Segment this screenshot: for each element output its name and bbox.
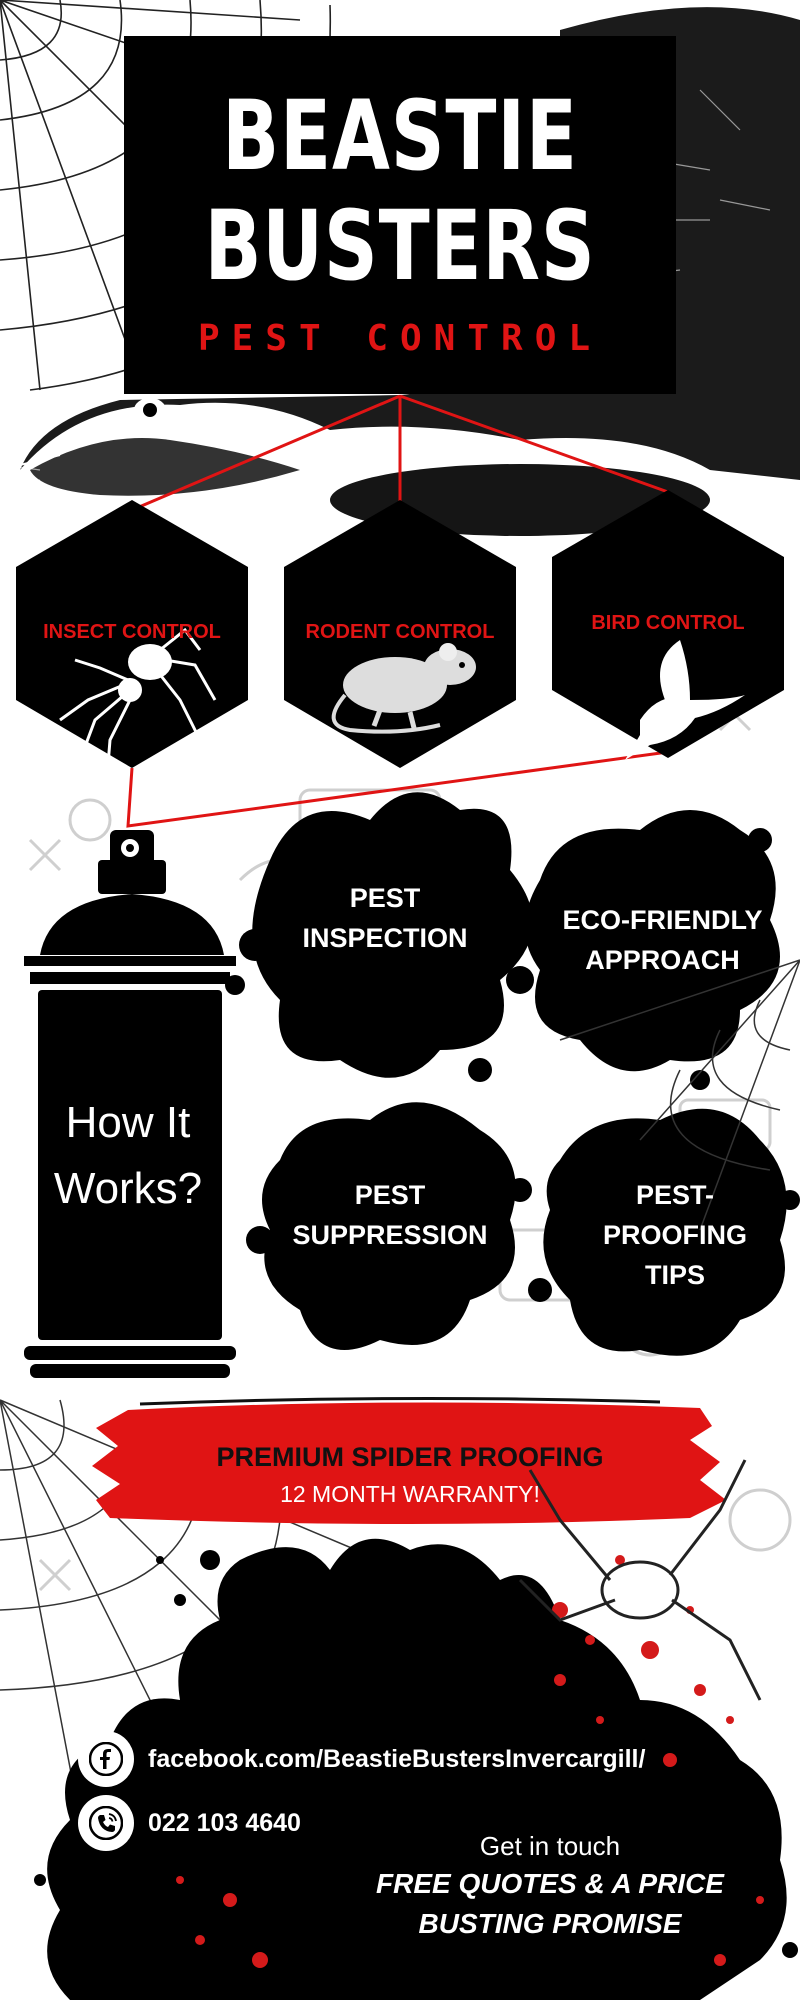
how-it-works-line1: How It [65, 1098, 191, 1147]
spider-illustration [518, 1459, 762, 1701]
step-2-line1: ECO-FRIENDLY [562, 905, 763, 935]
step-pest-suppression: PEST SUPPRESSION [280, 1175, 500, 1255]
step-1-line1: PEST [349, 883, 421, 913]
phone-number[interactable]: 022 103 4640 [148, 1808, 301, 1837]
connector-lines [126, 394, 669, 828]
brand-name-line1: BEASTIE [222, 80, 578, 192]
service-insect-control: INSECT CONTROL [43, 621, 221, 643]
step-4-line3: TIPS [644, 1260, 705, 1290]
brand-tagline: PEST CONTROL [197, 318, 603, 359]
bottom-ink-mass [34, 1538, 798, 2000]
step-4-line2: PROOFING [602, 1220, 747, 1250]
service-rodent-control: RODENT CONTROL [305, 621, 495, 643]
rat-icon [331, 643, 476, 734]
facebook-icon [78, 1731, 134, 1787]
bird-icon [625, 640, 745, 760]
phone-link[interactable]: 022 103 4640 [78, 1795, 301, 1851]
step-3-line1: PEST [354, 1180, 426, 1210]
how-it-works-line2: Works? [53, 1164, 203, 1213]
step-2-line2: APPROACH [585, 945, 740, 975]
cta-get-in-touch: Get in touch [479, 1831, 621, 1861]
how-it-works-title: How It Works? [28, 1090, 228, 1222]
banner-brush [92, 1396, 726, 1524]
spider-icon [59, 627, 217, 766]
facebook-url[interactable]: facebook.com/BeastieBustersInvercargill/ [148, 1744, 646, 1773]
brand-name-line2: BUSTERS [204, 190, 596, 302]
banner-subtitle: 12 MONTH WARRANTY! [280, 1481, 540, 1507]
phone-icon [78, 1795, 134, 1851]
banner-title: PREMIUM SPIDER PROOFING [216, 1442, 604, 1472]
step-eco-friendly: ECO-FRIENDLY APPROACH [555, 900, 770, 980]
step-3-line2: SUPPRESSION [292, 1220, 488, 1250]
facebook-link[interactable]: facebook.com/BeastieBustersInvercargill/ [78, 1731, 645, 1787]
step-4-line1: PEST- [635, 1180, 715, 1210]
step-pest-inspection: PEST INSPECTION [280, 878, 490, 958]
logo-box: BEASTIE BUSTERS PEST CONTROL [124, 36, 676, 394]
step-pest-proofing-tips: PEST- PROOFING TIPS [570, 1175, 780, 1295]
cta-free-quotes: FREE QUOTES & A PRICE [376, 1868, 724, 1899]
step-1-line2: INSPECTION [302, 923, 468, 953]
spray-can-graphic [24, 830, 236, 1378]
service-bird-control: BIRD CONTROL [591, 612, 745, 634]
ink-splats [225, 792, 800, 1356]
cta-price-promise: BUSTING PROMISE [418, 1908, 682, 1939]
